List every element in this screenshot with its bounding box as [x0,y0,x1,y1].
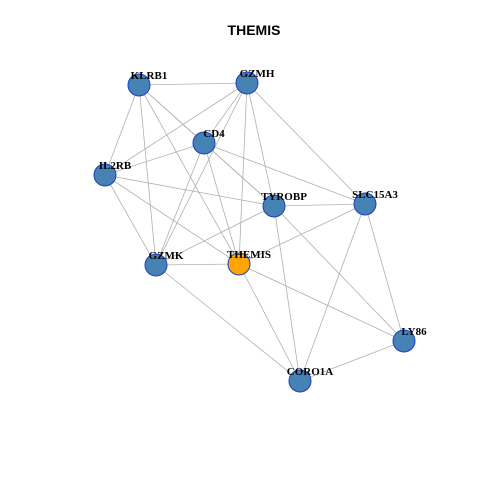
edge-gzmk-coro1a [155,264,301,382]
node-cd4: CD4 [192,128,225,155]
edge-cd4-tyrobp [203,142,275,207]
edge-slc15a3-ly86 [364,203,405,342]
edge-gzmh-cd4 [203,82,248,144]
node-label-cd4: CD4 [203,128,225,140]
edge-cd4-slc15a3 [203,142,366,205]
node-gzmk: GZMK [144,250,184,277]
edge-klrb1-il2rb [104,84,140,176]
node-label-tyrobp: TYROBP [261,191,307,203]
node-circle-themis [227,252,251,276]
node-ly86: LY86 [392,326,427,353]
edge-tyrobp-gzmk [155,205,275,266]
edge-il2rb-gzmk [104,174,157,266]
edge-il2rb-tyrobp [104,174,275,207]
diagram-title: THEMIS [228,22,281,38]
node-il2rb: IL2RB [93,160,132,187]
edge-gzmh-slc15a3 [246,82,366,205]
node-label-coro1a: CORO1A [287,366,334,378]
edge-tyrobp-ly86 [273,205,405,342]
node-coro1a: CORO1A [287,366,334,393]
edge-il2rb-themis [104,174,240,265]
edge-gzmk-themis [155,263,240,266]
node-label-ly86: LY86 [401,326,427,338]
node-circle-gzmh [235,71,259,95]
edge-ly86-coro1a [299,340,405,382]
node-gzmh: GZMH [235,68,275,95]
edge-gzmh-tyrobp [246,82,275,207]
node-label-themis: THEMIS [227,249,271,261]
node-circle-slc15a3 [353,192,377,216]
node-circle-cd4 [192,131,216,155]
node-tyrobp: TYROBP [261,191,307,218]
edge-cd4-themis [203,142,240,265]
node-label-slc15a3: SLC15A3 [352,189,398,201]
edge-cd4-gzmk [155,142,205,266]
node-themis: THEMIS [227,249,271,276]
node-slc15a3: SLC15A3 [352,189,398,216]
edge-themis-ly86 [238,263,405,342]
node-circle-tyrobp [262,194,286,218]
node-label-klrb1: KLRB1 [131,70,168,82]
edge-klrb1-gzmh [138,82,248,86]
node-klrb1: KLRB1 [127,70,168,97]
node-circle-coro1a [288,369,312,393]
node-label-gzmk: GZMK [149,250,184,262]
edge-klrb1-themis [138,84,240,265]
edge-klrb1-gzmk [138,84,157,266]
node-circle-il2rb [93,163,117,187]
edge-gzmh-gzmk [155,82,248,266]
node-label-gzmh: GZMH [240,68,275,80]
node-circle-gzmk [144,253,168,277]
edge-cd4-il2rb [104,142,205,176]
edge-slc15a3-themis [238,203,366,265]
edge-themis-coro1a [238,263,301,382]
node-circle-ly86 [392,329,416,353]
edge-gzmh-il2rb [104,82,248,176]
edge-gzmh-themis [238,82,248,265]
edge-layer [104,82,405,382]
node-label-il2rb: IL2RB [99,160,132,172]
edge-tyrobp-coro1a [273,205,301,382]
edge-tyrobp-slc15a3 [273,203,366,207]
node-circle-klrb1 [127,73,151,97]
edge-slc15a3-coro1a [299,203,366,382]
